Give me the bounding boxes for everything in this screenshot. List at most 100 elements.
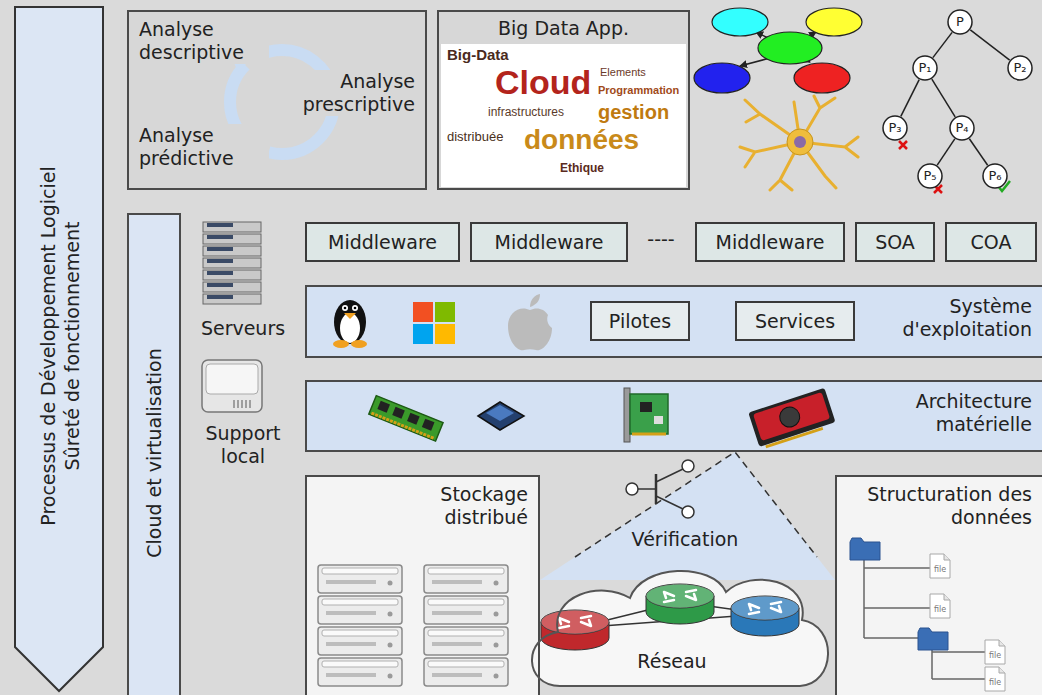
neuron-figure bbox=[740, 96, 858, 190]
os-logos-part bbox=[340, 313, 360, 343]
graph-figure-part bbox=[712, 8, 768, 36]
file-tree-part bbox=[930, 594, 950, 618]
data-structure-panel: Structuration des données bbox=[835, 475, 1042, 695]
panel-fills-part bbox=[532, 571, 828, 686]
os-logos-part bbox=[352, 305, 358, 311]
network-routers-part bbox=[646, 584, 714, 624]
file-tree-part bbox=[864, 560, 985, 679]
tree-edge bbox=[937, 139, 955, 165]
os-logos-part bbox=[435, 324, 455, 344]
trap-outline bbox=[540, 452, 835, 580]
os-band: Système d'exploitationPilotesServices bbox=[305, 285, 1042, 358]
hardware-icons-part-part bbox=[407, 413, 420, 425]
tree-node-text: P₅ bbox=[923, 168, 936, 184]
storage-panel: Stockage distribué bbox=[305, 475, 540, 695]
soa-box-text: SOA bbox=[875, 231, 915, 254]
tree-edge bbox=[969, 139, 987, 166]
verification-symbol-part bbox=[638, 488, 656, 490]
os-logos-part bbox=[508, 308, 552, 350]
word-cloud-word: Elements bbox=[600, 66, 646, 78]
coa-box: COA bbox=[945, 222, 1037, 262]
middleware-box-text: Middleware bbox=[494, 231, 603, 254]
process-band-text: Processus de Développement Logiciel bbox=[36, 66, 60, 626]
verification-symbol-part bbox=[682, 506, 694, 518]
os-logos-part bbox=[530, 294, 540, 307]
hardware-icons-part bbox=[486, 405, 514, 421]
storage-servers-part bbox=[424, 627, 508, 655]
arrow-outline bbox=[15, 7, 103, 691]
neuron-figure-part bbox=[740, 96, 858, 190]
middleware-box: Middleware bbox=[470, 222, 628, 262]
tree-node-text: P bbox=[956, 14, 964, 30]
network-routers-part bbox=[731, 596, 799, 636]
hardware-icons-part-part bbox=[377, 401, 390, 413]
storage-servers-part bbox=[318, 596, 402, 624]
tree-node: P₃ bbox=[882, 115, 908, 141]
word-cloud-word: infrastructures bbox=[488, 106, 564, 119]
tree-node: P₄ bbox=[949, 115, 975, 141]
hardware-icons-part-part bbox=[766, 428, 823, 447]
hardware-icons-part-part bbox=[392, 407, 405, 419]
word-cloud-word: Ethique bbox=[560, 162, 604, 175]
cloud-band: Cloud et virtualisation bbox=[127, 213, 181, 695]
panel-fills bbox=[127, 10, 1042, 695]
server-label: Serveurs bbox=[186, 318, 300, 339]
panel-fills-part bbox=[305, 475, 540, 695]
analysis-panel-text: Analyse descriptive bbox=[139, 18, 269, 64]
file-tree bbox=[850, 538, 1005, 691]
hardware-icons-part bbox=[478, 402, 524, 430]
graph-figure-part bbox=[794, 63, 850, 93]
hardware-icons-part bbox=[624, 388, 630, 442]
hardware-icons-part-part bbox=[753, 392, 830, 441]
panel-fills-part bbox=[127, 10, 427, 190]
storage-servers-part bbox=[424, 596, 508, 624]
tree-edge bbox=[932, 79, 955, 117]
graph-figure-part bbox=[806, 8, 862, 36]
tree-edge bbox=[933, 32, 952, 57]
soa-box: SOA bbox=[855, 222, 935, 262]
os-logos-part bbox=[413, 324, 433, 344]
panel-fills-part bbox=[305, 285, 1042, 358]
cloud-band-text: Cloud et virtualisation bbox=[142, 243, 166, 663]
tree-node-text: P₁ bbox=[918, 60, 931, 76]
graph-figure-part bbox=[758, 32, 822, 64]
trap-outline bbox=[575, 452, 817, 557]
os-logos-part bbox=[333, 340, 349, 348]
panel-fills-part bbox=[305, 380, 1042, 452]
tree-node: P₆ bbox=[982, 163, 1008, 189]
services-box-text: Services bbox=[755, 310, 835, 333]
driver-box-text: Pilotes bbox=[609, 310, 671, 333]
storage-panel-text: Stockage distribué bbox=[388, 483, 528, 529]
tree-edge bbox=[970, 30, 1009, 60]
hardware-icons-part-part bbox=[371, 413, 434, 438]
storage-servers-part bbox=[318, 658, 402, 686]
file-label: file bbox=[985, 679, 1005, 688]
hardware-icons-part bbox=[630, 394, 668, 434]
tree-node: P₂ bbox=[1007, 55, 1033, 81]
panel-fills-part bbox=[437, 10, 690, 190]
ellipsis-label: ---- bbox=[630, 229, 692, 250]
panel-fills-part bbox=[441, 44, 686, 187]
analysis-panel: Analyse descriptiveAnalyse prescriptiveA… bbox=[127, 10, 427, 190]
hardware-icons-part-part bbox=[369, 396, 443, 442]
verification-region: Vérification bbox=[540, 452, 835, 580]
storage-servers bbox=[318, 565, 508, 686]
tree-node: P₅ bbox=[917, 163, 943, 189]
tree-marks bbox=[899, 141, 1010, 193]
word-cloud-word: données bbox=[524, 125, 639, 156]
circle-outline bbox=[918, 164, 942, 188]
os-logos-part bbox=[334, 300, 366, 344]
hardware-icons-part-part bbox=[422, 419, 435, 431]
tree-edge bbox=[901, 80, 919, 117]
circle-outline bbox=[948, 10, 972, 34]
file-label: file bbox=[930, 566, 950, 575]
middleware-box: Middleware bbox=[305, 222, 460, 262]
os-logos-part bbox=[413, 302, 433, 322]
hardware-icons bbox=[369, 388, 836, 449]
hardware-band-text: Architecture matérielle bbox=[857, 390, 1032, 436]
file-tree-part bbox=[918, 628, 948, 650]
os-logos-part bbox=[344, 313, 356, 319]
panel-fills-part bbox=[540, 452, 835, 580]
driver-box: Pilotes bbox=[590, 301, 690, 341]
